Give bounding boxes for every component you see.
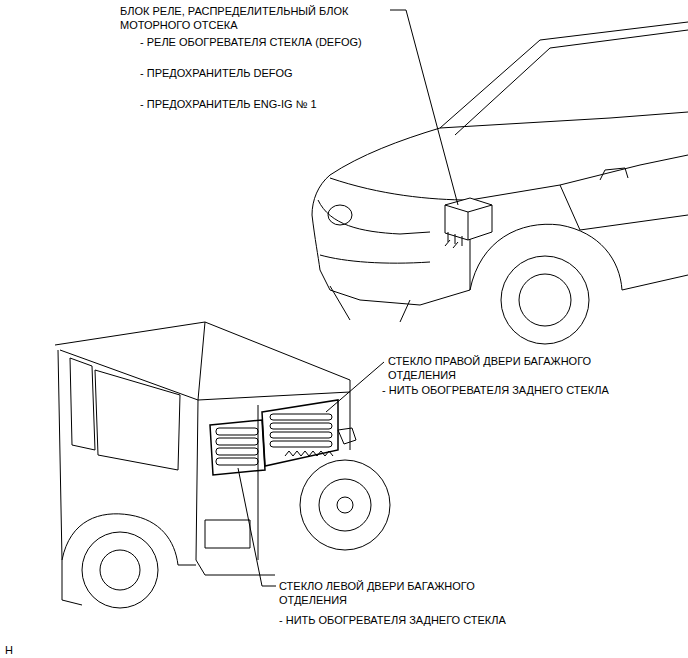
right-window-heater — [262, 400, 338, 466]
sub-label: - НИТЬ ОБОГРЕВАТЕЛЯ ЗАДНЕГО СТЕКЛА — [382, 383, 609, 397]
part-label: СТЕКЛО ЛЕВОЙ ДВЕРИ БАГАЖНОГО ОТДЕЛЕНИЯ — [279, 579, 519, 607]
part-label: СТЕКЛО ПРАВОЙ ДВЕРИ БАГАЖНОГО ОТДЕЛЕНИЯ — [388, 354, 638, 382]
part-label: БЛОК РЕЛЕ, РАСПРЕДЕЛИТЕЛЬНЫЙ БЛОК МОТОРН… — [120, 4, 420, 32]
left-window-heater — [210, 420, 265, 475]
rear-vehicle — [55, 322, 390, 608]
front-vehicle — [312, 22, 688, 344]
leader-lines — [238, 10, 458, 586]
sub-label: - ПРЕДОХРАНИТЕЛЬ ENG-IG № 1 — [140, 97, 317, 111]
sub-label: - РЕЛЕ ОБОГРЕВАТЕЛЯ СТЕКЛА (DEFOG) — [140, 35, 362, 49]
figure-code: H — [5, 643, 13, 657]
relay-block — [445, 198, 492, 248]
sub-label: - НИТЬ ОБОГРЕВАТЕЛЯ ЗАДНЕГО СТЕКЛА — [279, 613, 506, 627]
sub-label: - ПРЕДОХРАНИТЕЛЬ DEFOG — [140, 66, 293, 80]
